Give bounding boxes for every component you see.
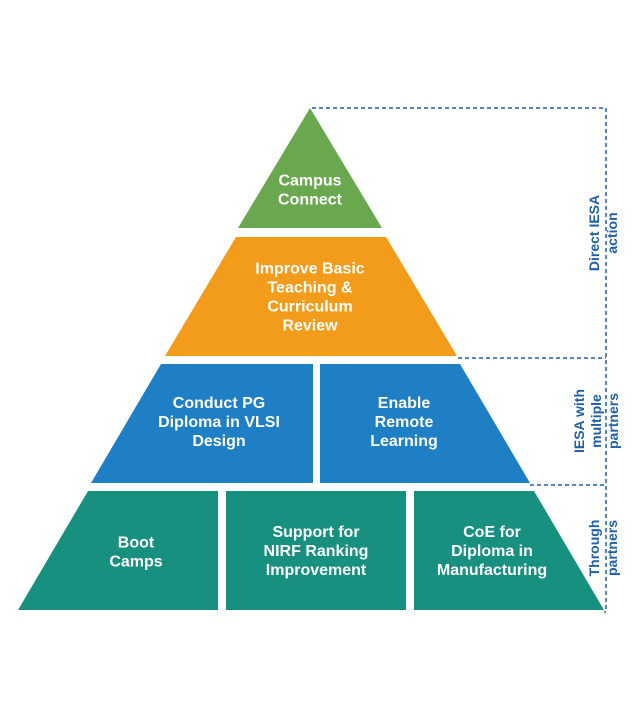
label-line: Learning (370, 433, 438, 450)
tier-pg-diploma-vlsi (91, 364, 313, 483)
label-line: NIRF Ranking (264, 543, 369, 560)
label-pg-diploma-vlsi: Conduct PG Diploma in VLSI Design (158, 395, 280, 450)
label-line: partners (605, 393, 621, 449)
label-line: Design (192, 433, 245, 450)
label-line: Direct IESA (586, 195, 602, 271)
label-line: Enable (378, 395, 431, 412)
label-line: Through (586, 520, 602, 577)
label-line: Boot (118, 535, 155, 552)
label-line: partners (604, 520, 620, 576)
label-line: Conduct PG (173, 395, 265, 412)
label-line: Camps (109, 554, 162, 571)
tier-coe-manufacturing (414, 491, 604, 610)
label-line: Manufacturing (437, 562, 547, 579)
label-line: multiple (588, 394, 604, 448)
tier-remote-learning (320, 364, 530, 483)
label-line: Campus (278, 173, 341, 190)
label-line: CoE for (463, 524, 521, 541)
label-line: Support for (272, 524, 359, 541)
tier-campus-connect (238, 108, 382, 228)
label-line: Remote (375, 414, 434, 431)
label-line: Teaching & (267, 280, 352, 297)
label-line: IESA with (571, 389, 587, 453)
tier-nirf-ranking (226, 491, 406, 610)
tier-boot-camps (18, 491, 218, 610)
label-line: Curriculum (267, 299, 352, 316)
label-line: Review (282, 318, 338, 335)
bracket-label-multi: IESA withmultiplepartners (571, 389, 621, 453)
label-line: Diploma in VLSI (158, 414, 280, 431)
bracket-lines (312, 107, 607, 613)
label-line: Diploma in (451, 543, 533, 560)
label-line: Improve Basic (255, 261, 364, 278)
label-line: action (604, 212, 620, 253)
tier-improve-teaching (165, 237, 457, 356)
label-line: Connect (278, 192, 343, 209)
label-line: Improvement (266, 562, 367, 579)
